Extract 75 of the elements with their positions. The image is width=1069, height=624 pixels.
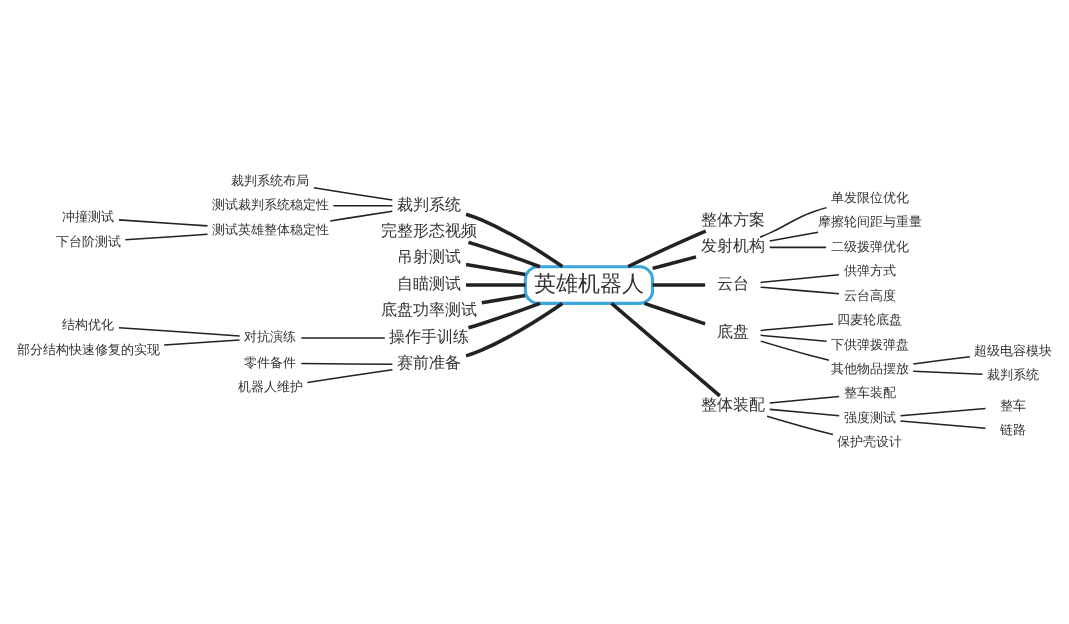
- node-text: 其他物品摆放: [830, 360, 909, 376]
- node-text: 测试英雄整体稳定性: [211, 221, 329, 237]
- connector: [118, 327, 241, 337]
- connector: [768, 246, 827, 249]
- node-text: 整体装配: [700, 395, 765, 414]
- connector: [467, 240, 541, 269]
- connector: [300, 337, 386, 339]
- connector: [643, 301, 706, 326]
- connector: [466, 283, 526, 287]
- connector: [465, 262, 526, 277]
- connector: [652, 283, 706, 287]
- connector: [912, 355, 971, 365]
- node-text: 下台阶测试: [55, 233, 121, 249]
- node-text: 底盘: [716, 321, 749, 341]
- connector: [768, 231, 819, 242]
- node-text: 自瞄测试: [397, 273, 462, 293]
- node-text: 超级电容模块: [974, 342, 1053, 358]
- connector: [306, 369, 394, 384]
- connector: [768, 408, 840, 417]
- node-text: 吊射测试: [397, 247, 462, 267]
- connector: [759, 206, 828, 238]
- connector: [899, 420, 987, 429]
- node-text: 云台: [716, 273, 749, 293]
- node-text: 四麦轮底盘: [837, 312, 903, 328]
- node-text: 云台高度: [843, 287, 896, 303]
- node-text: 裁判系统布局: [231, 172, 310, 188]
- node-text: 操作手训练: [389, 326, 470, 346]
- connector: [652, 255, 697, 271]
- connector: [768, 395, 840, 404]
- connector: [610, 302, 721, 398]
- node-text: 供弹方式: [843, 263, 896, 279]
- node-text: 下供弹拨弹盘: [830, 336, 909, 352]
- node-text: 部分结构快速修复的实现: [16, 341, 160, 357]
- connector: [759, 323, 834, 332]
- connector: [465, 302, 564, 358]
- node-text: 完整形态视频: [381, 220, 478, 240]
- node-text: 底盘功率测试: [381, 300, 478, 320]
- node-text: 二级拨弹优化: [830, 238, 909, 254]
- connector: [300, 362, 394, 365]
- connector: [481, 293, 526, 305]
- connector: [759, 286, 840, 295]
- connector: [759, 334, 828, 342]
- connector: [465, 212, 564, 269]
- node-text: 整体方案: [700, 209, 765, 229]
- node-text: 链路: [1000, 422, 1027, 438]
- connector: [118, 219, 209, 227]
- connector: [124, 233, 209, 241]
- node-text: 强度测试: [843, 409, 896, 425]
- node-text: 裁判系统: [987, 367, 1040, 383]
- connector: [899, 407, 987, 417]
- connector: [627, 229, 707, 269]
- node-text: 整车: [1000, 397, 1027, 413]
- node-text: 对抗演练: [244, 329, 297, 345]
- node-text: 机器人维护: [237, 379, 303, 395]
- node-text: 发射机构: [700, 236, 765, 256]
- node-text: 赛前准备: [397, 353, 462, 373]
- connector: [467, 301, 541, 330]
- node-text: 裁判系统: [397, 194, 462, 214]
- connector: [313, 187, 394, 201]
- node-text: 摩擦轮间距与重量: [817, 214, 922, 230]
- node-text: 结构优化: [62, 317, 115, 333]
- node-text: 测试裁判系统稳定性: [211, 197, 329, 213]
- connector: [759, 340, 830, 362]
- node-text: 保护壳设计: [837, 434, 903, 450]
- node-text: 零件备件: [244, 354, 297, 370]
- node-text: 整车装配: [843, 385, 896, 401]
- connector: [759, 273, 840, 284]
- connector: [912, 370, 984, 376]
- connector: [163, 339, 241, 346]
- node-box: 英雄机器人: [523, 265, 655, 305]
- node-text: 单发限位优化: [830, 189, 909, 205]
- node-text: 冲撞测试: [62, 209, 115, 225]
- connector: [766, 415, 834, 436]
- connector: [329, 210, 394, 222]
- connector: [332, 204, 394, 207]
